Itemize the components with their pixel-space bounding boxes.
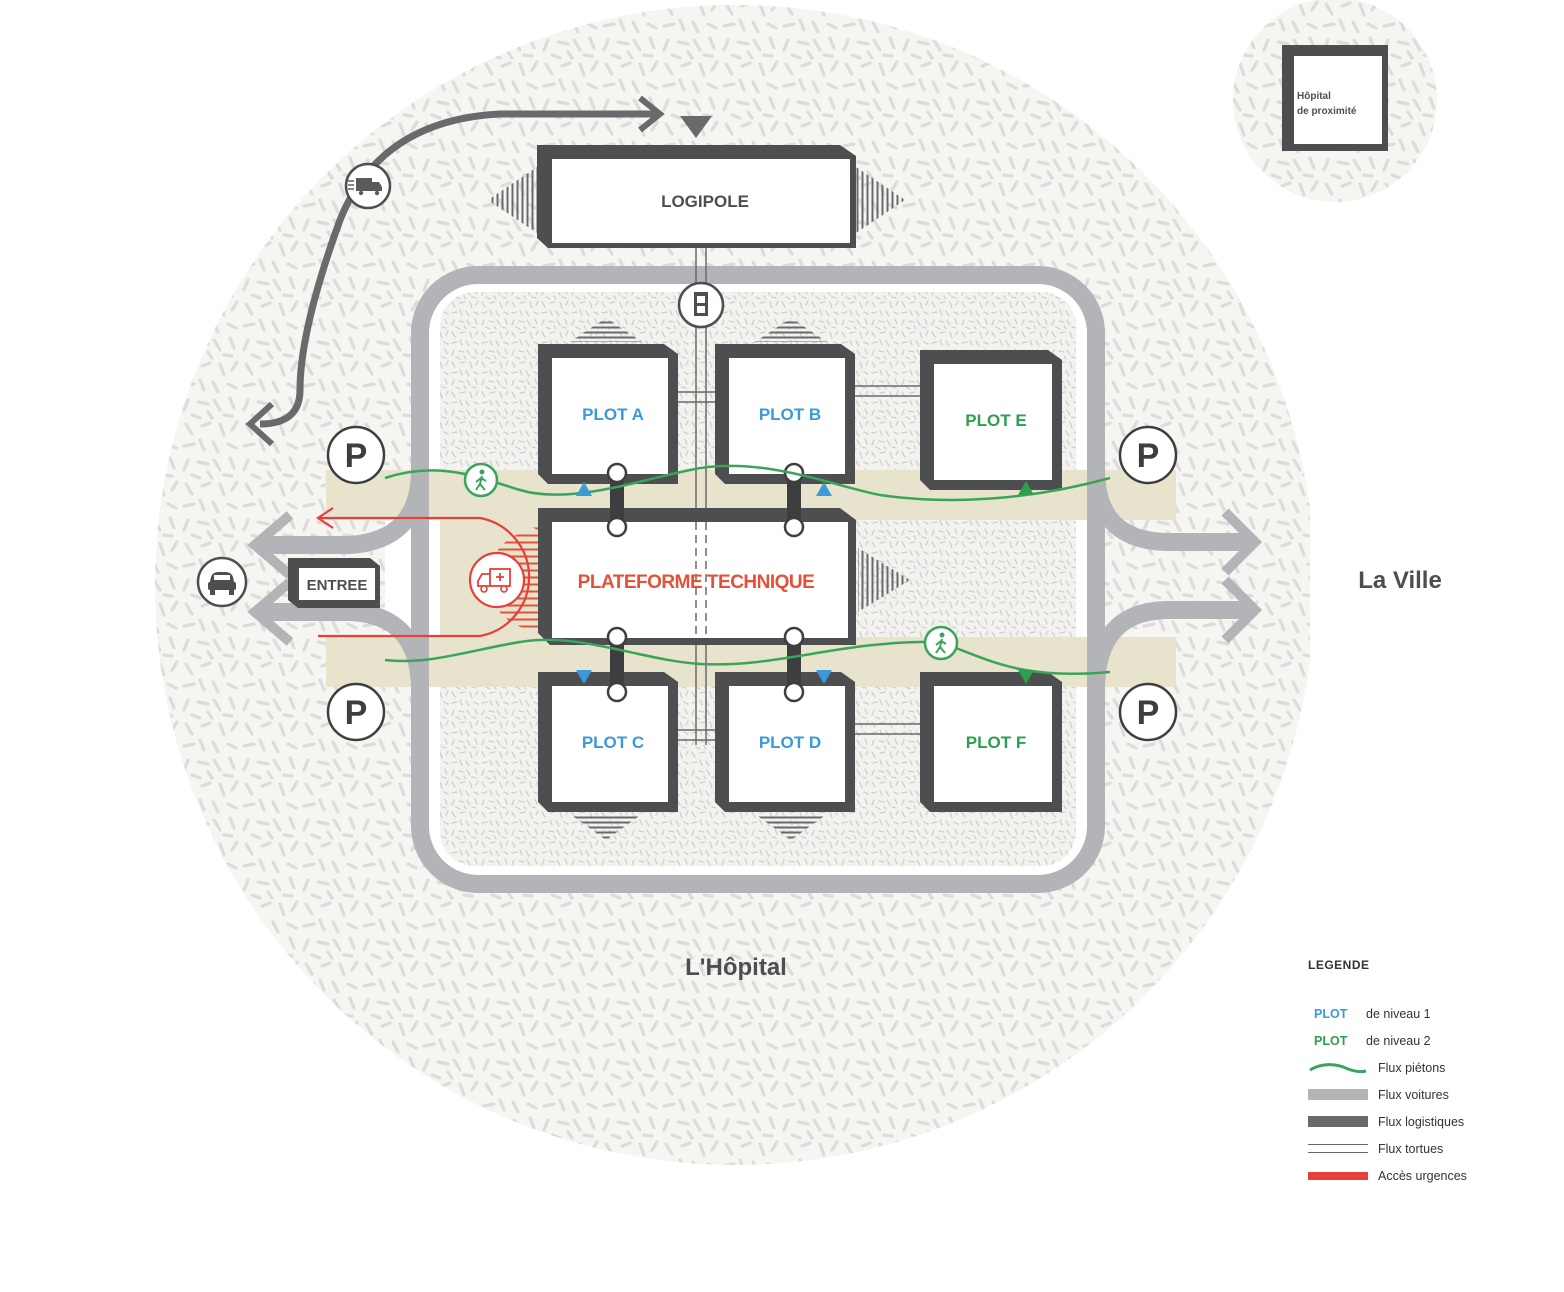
plot-label: PLOT F (966, 733, 1026, 752)
plot-c[interactable]: PLOT C (538, 672, 678, 812)
legend-item: PLOT de niveau 1 (1308, 1000, 1548, 1027)
entree-building[interactable]: ENTREE (288, 558, 380, 608)
legend-text: Flux logistiques (1378, 1114, 1465, 1129)
city-area (1310, 0, 1564, 1292)
legend-text: Flux piétons (1378, 1060, 1446, 1075)
entry-markers (576, 481, 1034, 684)
plot-label: PLOT E (965, 411, 1026, 430)
plot-a[interactable]: PLOT A (538, 344, 678, 484)
plot-b[interactable]: PLOT B (715, 344, 855, 484)
plot-c-access-hatch (570, 814, 642, 840)
plot-label: PLOT A (582, 405, 644, 424)
legend-swatch-cars (1308, 1089, 1368, 1100)
pedestrian-flow (384, 464, 1111, 676)
legend-swatch-logi (1308, 1116, 1368, 1127)
legend-text: Accès urgences (1378, 1168, 1467, 1183)
svg-text:P: P (1137, 437, 1160, 475)
legend: LEGENDE PLOT de niveau 1 PLOT de niveau 2 Fl… (1308, 958, 1548, 1189)
svg-text:P: P (345, 437, 368, 475)
legend-title: LEGENDE (1308, 958, 1370, 972)
parking-icon: P (326, 425, 386, 485)
legend-swatch-tort (1308, 1144, 1368, 1153)
car-flow-left (247, 469, 429, 691)
plateforme-technique[interactable]: PLATEFORME TECHNIQUE (538, 508, 856, 645)
plateforme-label: PLATEFORME TECHNIQUE (578, 572, 815, 593)
legend-text: Flux voitures (1378, 1087, 1449, 1102)
plot-b-access-hatch (755, 318, 827, 342)
pedestrian-icon (463, 462, 499, 498)
legend-swatch-urg (1308, 1171, 1368, 1180)
car-icon (196, 556, 248, 608)
parking-icon: P (326, 682, 386, 742)
legend-item: Flux tortues (1308, 1135, 1548, 1162)
hopital-label: L'Hôpital (685, 954, 787, 981)
svg-text:P: P (1137, 694, 1160, 732)
logipole-delivery-marker (680, 116, 712, 138)
logipole-building[interactable]: LOGIPOLE (488, 145, 905, 248)
plot-a-access-hatch (570, 318, 642, 342)
tortue-track (676, 248, 935, 745)
pedestrian-icon (923, 625, 959, 661)
legend-item: PLOT de niveau 2 (1308, 1027, 1548, 1054)
legend-item: Flux voitures (1308, 1081, 1548, 1108)
plot-label: PLOT D (759, 733, 821, 752)
truck-icon (344, 162, 392, 210)
tortue-robot-icon (677, 281, 725, 329)
parking-icon: P (1118, 425, 1178, 485)
legend-plot-label: PLOT (1314, 1033, 1348, 1048)
car-ring-road (411, 266, 1105, 893)
parking-icon: P (1118, 682, 1178, 742)
legend-text: de niveau 2 (1366, 1033, 1431, 1048)
la-ville-label: La Ville (1358, 567, 1442, 594)
legend-plot-label: PLOT (1314, 1006, 1348, 1021)
svg-text:P: P (345, 694, 368, 732)
ambulance-icon (468, 551, 526, 609)
legend-text: de niveau 1 (1366, 1006, 1431, 1021)
legend-item: Accès urgences (1308, 1162, 1548, 1189)
plot-e[interactable]: PLOT E (920, 350, 1062, 490)
plot-label: PLOT C (582, 733, 644, 752)
plot-f[interactable]: PLOT F (920, 672, 1062, 812)
legend-item: Flux piétons (1308, 1054, 1548, 1081)
plot-d-access-hatch (755, 814, 827, 840)
hopital-proximite[interactable]: Hôpital de proximité (1233, 0, 1437, 202)
logistics-flow (245, 95, 712, 447)
hopital-proximite-line1: Hôpital (1297, 91, 1331, 102)
plot-label: PLOT B (759, 405, 821, 424)
legend-item: Flux logistiques (1308, 1108, 1548, 1135)
hopital-proximite-line2: de proximité (1297, 106, 1357, 117)
plot-d[interactable]: PLOT D (715, 672, 855, 812)
plateforme-access-hatch (858, 548, 910, 612)
logipole-label: LOGIPOLE (661, 192, 749, 211)
legend-swatch-wave (1308, 1062, 1368, 1074)
legend-text: Flux tortues (1378, 1141, 1444, 1156)
entree-label: ENTREE (307, 577, 368, 594)
